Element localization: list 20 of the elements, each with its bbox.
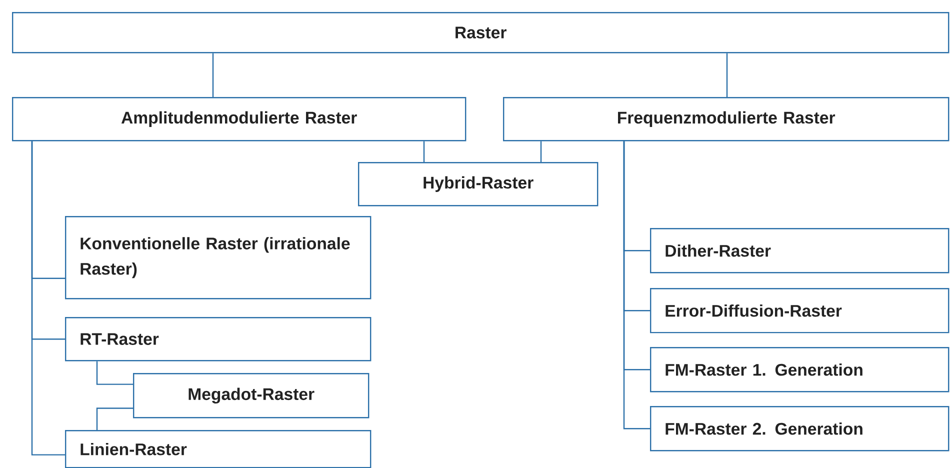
raster-box: Megadot-Raster bbox=[133, 373, 370, 418]
connector-line bbox=[96, 361, 133, 385]
connector-line bbox=[423, 141, 425, 162]
connector-line bbox=[96, 408, 133, 430]
connector-line bbox=[726, 53, 728, 97]
raster-box: FM-Raster 1. Generation bbox=[650, 347, 950, 392]
raster-box: FM-Raster 2. Generation bbox=[650, 406, 950, 452]
raster-box: Dither-Raster bbox=[650, 228, 950, 274]
connector-line bbox=[540, 141, 542, 162]
raster-box: Amplitudenmodulierte Raster bbox=[12, 97, 466, 142]
raster-box: Konventionelle Raster (irrationale Raster) bbox=[65, 216, 372, 300]
raster-box: Raster bbox=[12, 12, 950, 54]
raster-box: Error-Diffusion-Raster bbox=[650, 288, 950, 334]
connector-line bbox=[623, 141, 650, 430]
raster-box: Frequenzmodulierte Raster bbox=[503, 97, 950, 142]
raster-box: RT-Raster bbox=[65, 317, 372, 362]
raster-box: Hybrid-Raster bbox=[358, 162, 598, 206]
raster-box: Linien-Raster bbox=[65, 430, 372, 468]
connector-line bbox=[212, 53, 214, 97]
connector-line bbox=[31, 141, 65, 456]
